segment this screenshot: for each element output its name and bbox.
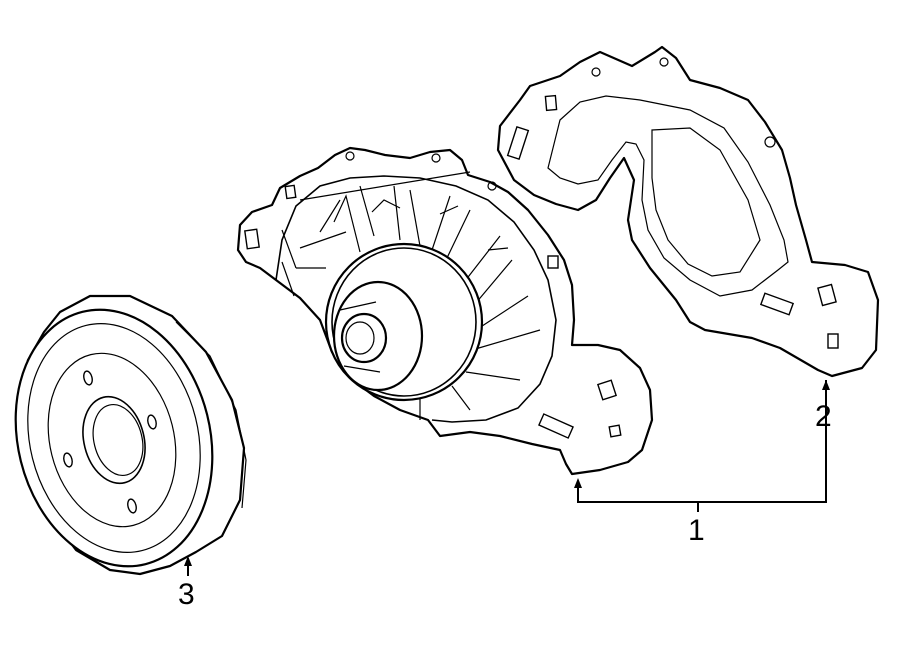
arrowhead-2 xyxy=(822,380,830,390)
water-pump-part[interactable] xyxy=(236,146,654,476)
arrowhead-3 xyxy=(184,556,192,566)
callout-1: 1 xyxy=(688,514,705,547)
callout-2: 2 xyxy=(815,400,832,433)
callout-3: 3 xyxy=(178,578,195,611)
leader-1 xyxy=(577,392,827,503)
arrowhead-1 xyxy=(574,478,582,488)
pulley-part[interactable] xyxy=(0,289,247,588)
leader-lines xyxy=(184,380,830,576)
gasket-part[interactable] xyxy=(496,45,880,378)
